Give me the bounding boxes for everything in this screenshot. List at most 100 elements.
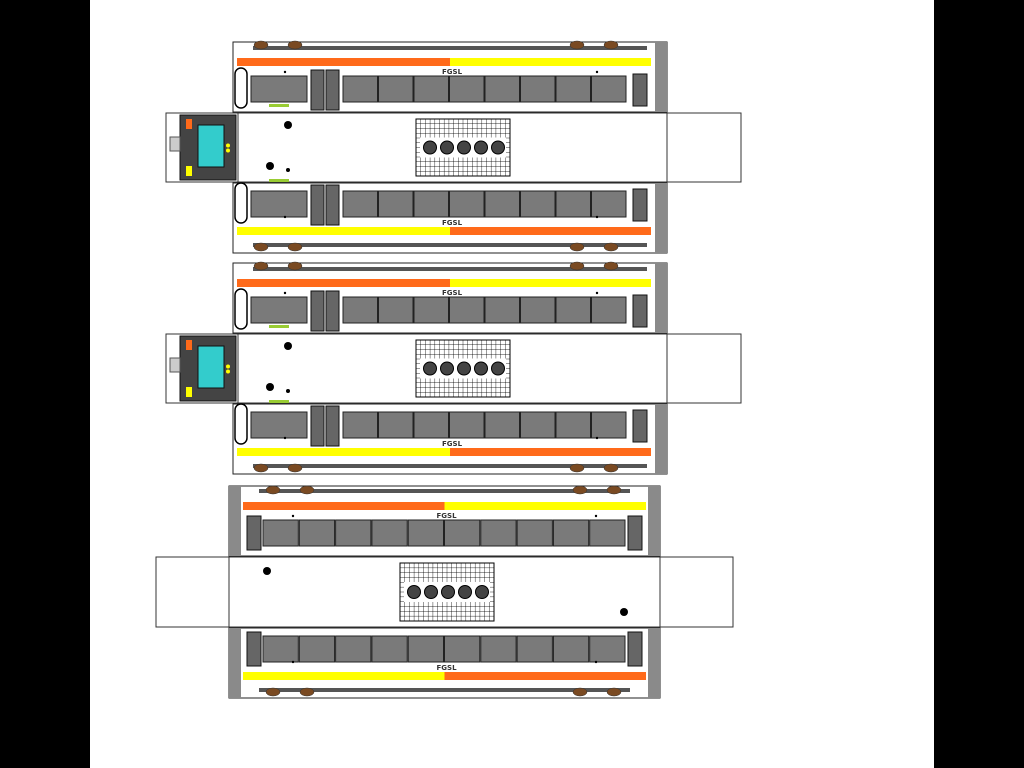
window-icon <box>555 411 591 439</box>
window-icon <box>480 519 517 547</box>
fgsl-logo-icon: FGSL <box>437 664 458 672</box>
rivet <box>286 389 290 393</box>
bogie-icon <box>299 485 315 495</box>
roof-fan-icon <box>474 140 488 155</box>
bogie-icon <box>603 40 619 50</box>
window-icon <box>520 296 556 324</box>
roof-fan-icon <box>491 361 505 376</box>
roof-fan-icon <box>458 585 472 599</box>
front-yellow-panel <box>186 166 192 176</box>
roof-line <box>253 46 647 50</box>
yellow-stripe <box>450 58 651 66</box>
bogie-icon <box>287 40 303 50</box>
door-icon <box>632 188 648 222</box>
bogie-icon <box>572 485 588 495</box>
window-icon <box>335 519 372 547</box>
yellow-stripe <box>444 502 646 510</box>
panel-end-strip <box>229 628 241 698</box>
glue-tab <box>666 112 742 183</box>
panel-end-strip <box>655 183 667 253</box>
cab-window-icon <box>250 75 308 103</box>
window-icon <box>413 411 449 439</box>
cab-nose <box>234 182 248 224</box>
rivet <box>291 514 295 518</box>
bogie-icon <box>603 463 619 473</box>
window-icon <box>413 75 449 103</box>
window-icon <box>378 190 414 218</box>
window-icon <box>371 635 408 663</box>
door-icon <box>325 405 340 447</box>
bogie-icon <box>253 261 269 271</box>
window-icon <box>484 296 520 324</box>
window-icon <box>555 190 591 218</box>
bogie-icon <box>606 687 622 697</box>
window-icon <box>555 75 591 103</box>
rivet <box>283 291 287 295</box>
bogie-icon <box>253 40 269 50</box>
door-icon <box>246 631 262 667</box>
panel-end-strip <box>648 628 660 698</box>
cab-window-icon <box>250 411 308 439</box>
headlight-icon <box>226 369 230 374</box>
rivet <box>286 168 290 172</box>
rivet <box>283 215 287 219</box>
door-icon <box>632 409 648 443</box>
bogie-icon <box>572 687 588 697</box>
window-icon <box>413 296 449 324</box>
yellow-stripe <box>237 448 450 456</box>
roof-fan-icon <box>457 361 471 376</box>
rivet <box>595 291 599 295</box>
cab-window-icon <box>250 296 308 324</box>
window-icon <box>484 75 520 103</box>
bogie-icon <box>287 242 303 252</box>
window-icon <box>407 635 445 663</box>
roof-fan-icon <box>423 140 437 155</box>
window-icon <box>342 75 378 103</box>
window-icon <box>552 635 590 663</box>
window-icon <box>520 411 556 439</box>
window-icon <box>555 296 591 324</box>
rivet <box>283 70 287 74</box>
orange-stripe <box>237 58 450 66</box>
door-icon <box>627 631 643 667</box>
cab-nose <box>234 288 248 330</box>
panel-end-strip <box>648 486 660 556</box>
headlight-icon <box>226 148 230 153</box>
window-icon <box>444 635 481 663</box>
rivet <box>595 215 599 219</box>
window-icon <box>407 519 445 547</box>
bogie-icon <box>287 261 303 271</box>
rivet <box>291 660 295 664</box>
cab-window-icon <box>250 190 308 218</box>
roof-antenna-icon <box>620 608 628 616</box>
fgsl-logo-icon: FGSL <box>442 68 463 76</box>
yellow-stripe <box>450 279 651 287</box>
bogie-icon <box>299 687 315 697</box>
roof-line <box>259 489 630 493</box>
car-3-middle: FGSL FGSL <box>155 485 734 699</box>
window-icon <box>589 519 626 547</box>
window-icon <box>335 635 372 663</box>
roof-fan-icon <box>423 361 437 376</box>
door-icon <box>627 515 643 551</box>
window-icon <box>591 411 627 439</box>
roof-horn-icon <box>284 121 292 129</box>
door-icon <box>325 69 340 111</box>
window-icon <box>413 190 449 218</box>
fgsl-logo-icon: FGSL <box>437 512 458 520</box>
roof-fan-icon <box>440 361 454 376</box>
roof-antenna-icon <box>266 162 274 170</box>
roof-fan-icon <box>440 140 454 155</box>
front-orange-panel <box>186 119 192 129</box>
door-icon <box>325 290 340 332</box>
window-icon <box>591 190 627 218</box>
bogie-icon <box>253 463 269 473</box>
window-icon <box>378 411 414 439</box>
roof-line <box>253 267 647 271</box>
window-icon <box>378 296 414 324</box>
cab-marker <box>269 325 289 328</box>
roof-fan-icon <box>457 140 471 155</box>
